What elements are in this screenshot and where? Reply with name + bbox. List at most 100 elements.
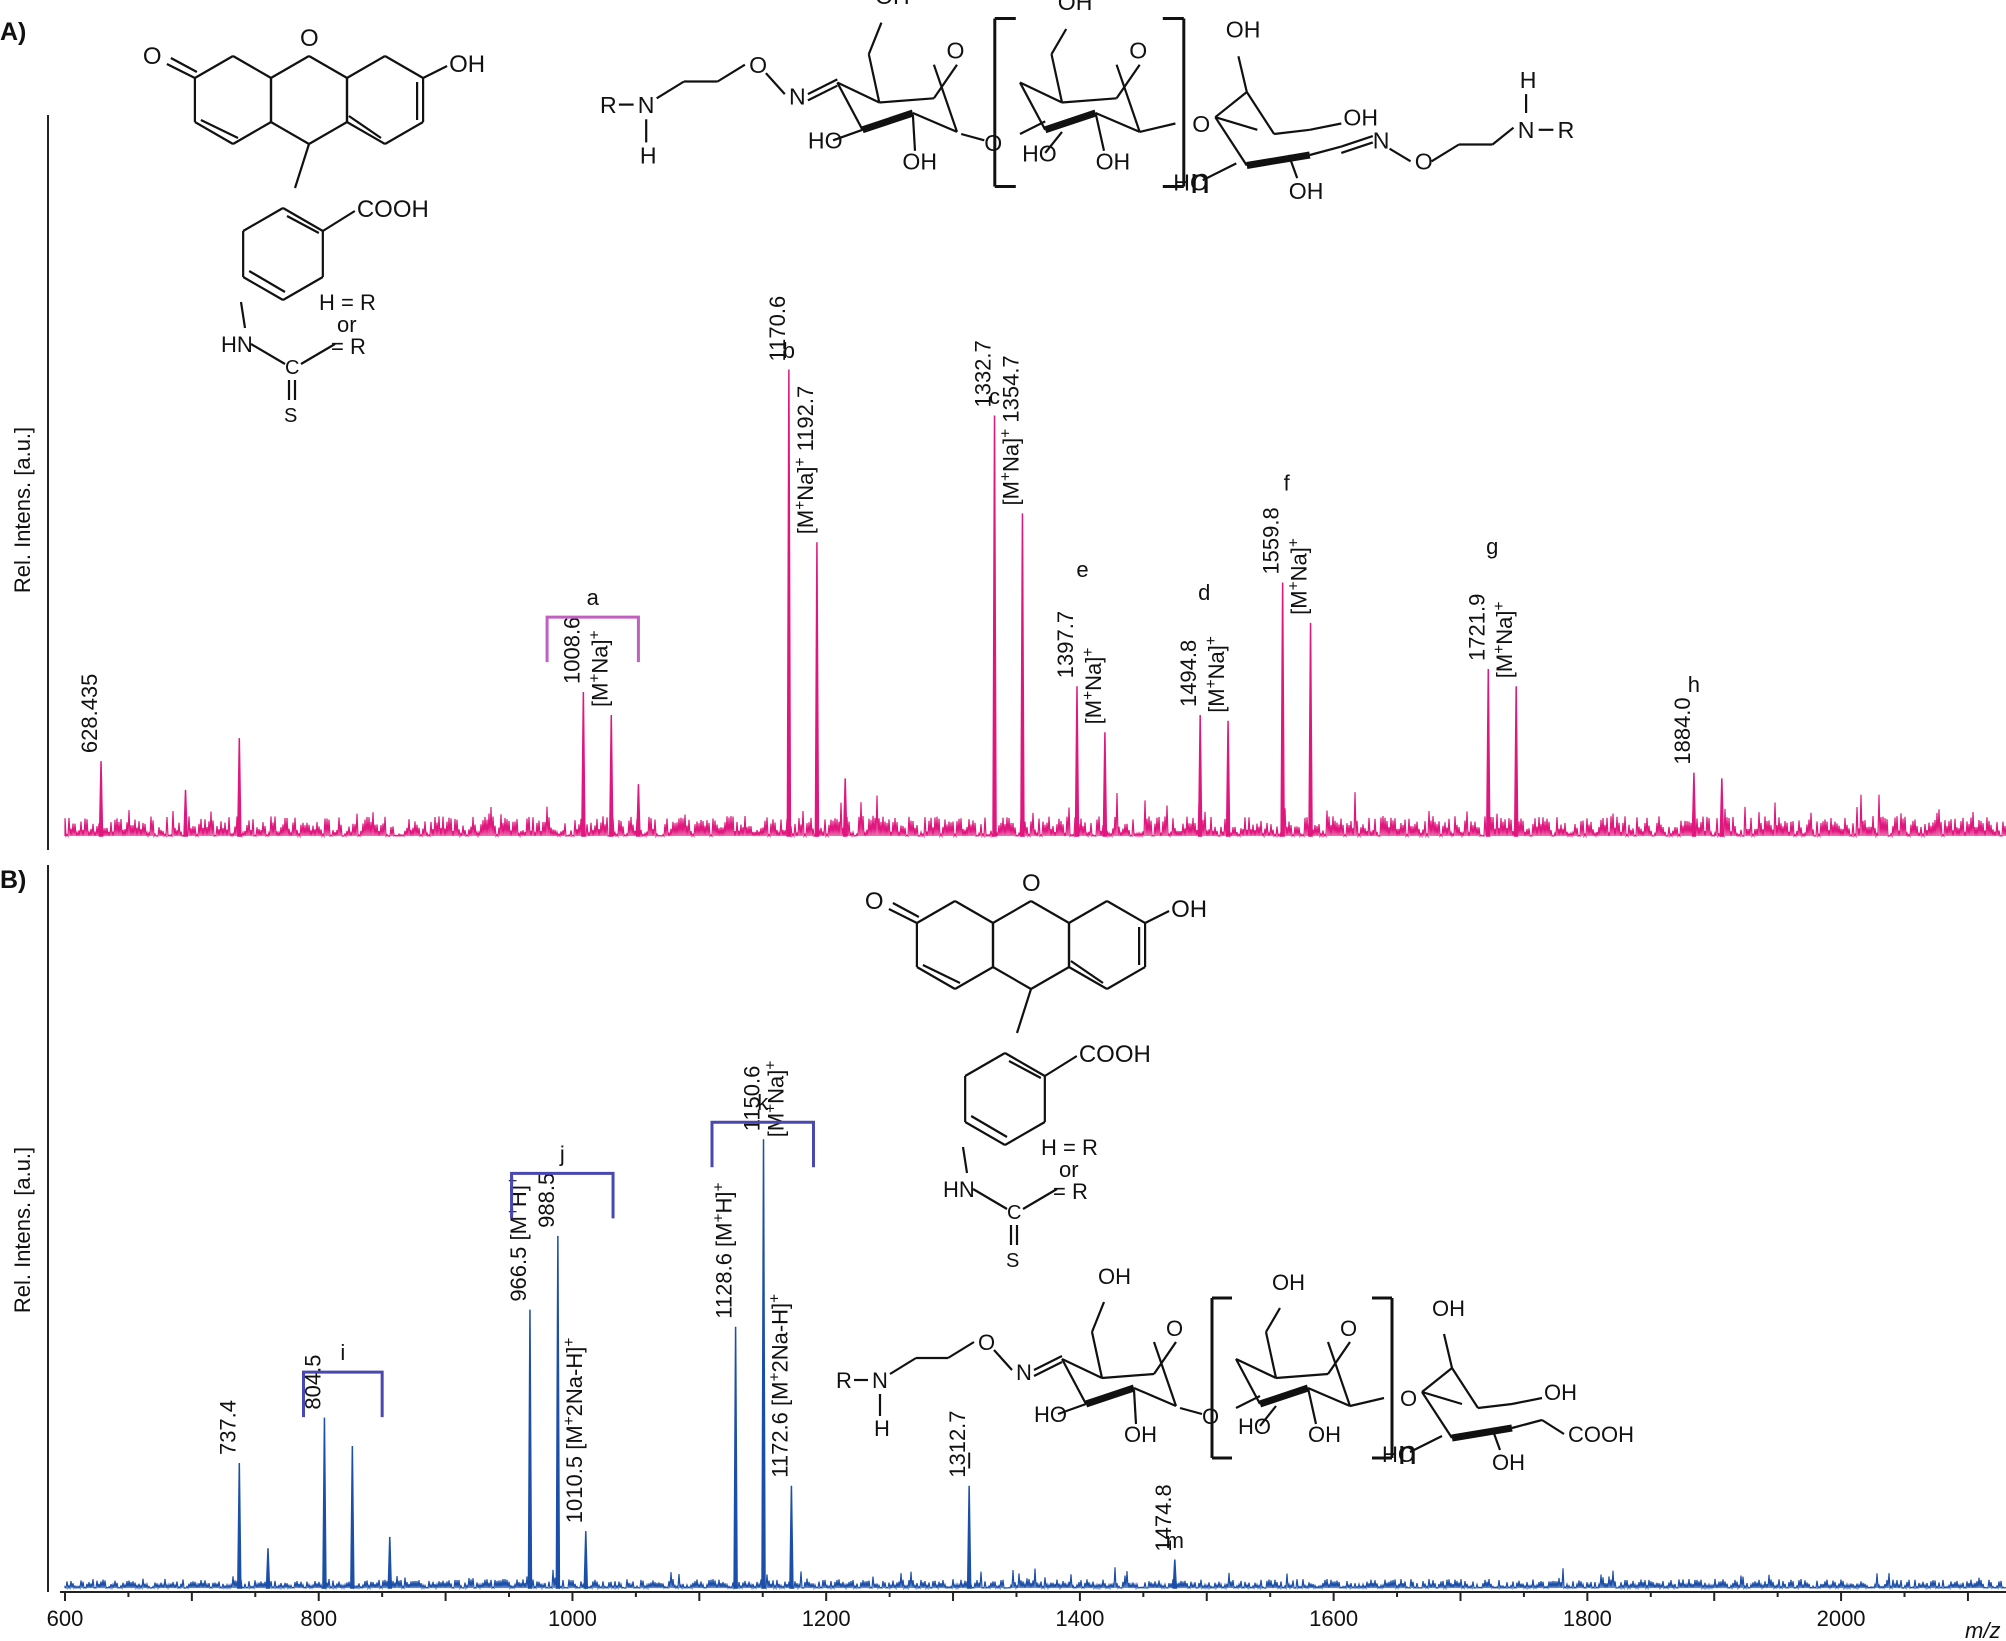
carboxyl-label: COOH xyxy=(1079,1041,1151,1068)
hydroxyl-label: OH xyxy=(449,51,485,78)
sulfur-label: S xyxy=(284,405,297,427)
panel-b-peaks xyxy=(237,1139,1178,1589)
bond xyxy=(964,1121,1006,1146)
peak-7 xyxy=(555,1235,561,1589)
oxime-nitrogen-label: N xyxy=(1016,1360,1032,1385)
bond xyxy=(194,121,234,145)
peak-11 xyxy=(1020,513,1025,837)
bond xyxy=(232,55,272,79)
amine-label: HN xyxy=(943,1177,975,1202)
hydroxyl-oh-6: OH xyxy=(1343,105,1378,131)
bond xyxy=(1022,1188,1058,1210)
amine-nitrogen-label: N xyxy=(638,92,655,118)
bond xyxy=(308,55,348,79)
hydroxyl-oh-3: OH xyxy=(1096,149,1131,175)
bracket-j xyxy=(510,1171,615,1219)
peak-letter-g: g xyxy=(1486,534,1498,559)
repeat-n-label: n xyxy=(1398,1434,1417,1472)
bond xyxy=(1179,1406,1203,1416)
bond xyxy=(1132,1389,1138,1425)
bond xyxy=(286,215,320,234)
bond xyxy=(1259,1405,1277,1427)
bond xyxy=(1015,988,1033,1034)
oxime-nitrogen-label: N xyxy=(789,84,806,110)
bond xyxy=(964,1052,1006,1077)
bond xyxy=(1214,91,1248,119)
peak-letter-l: l xyxy=(967,1449,972,1474)
panel-b-y-axis-label: Rel. Intens. [a.u.] xyxy=(10,1147,35,1313)
thiocarbonyl-carbon: C xyxy=(1007,1202,1021,1224)
bond xyxy=(282,276,324,301)
peak-letter-c: c xyxy=(989,384,1000,409)
hydroxyl-ho-1: HO xyxy=(1034,1402,1067,1427)
bond xyxy=(1349,1396,1385,1408)
x-tick-label-1800: 1800 xyxy=(1563,1606,1612,1631)
bond xyxy=(1152,1341,1178,1407)
hydroxyl-oh-3: OH xyxy=(1308,1422,1341,1447)
bond xyxy=(1115,64,1141,99)
bond xyxy=(1106,900,1146,924)
substituent-note-1: H = R xyxy=(319,290,376,315)
bond xyxy=(282,207,324,232)
bond xyxy=(1541,1419,1565,1435)
ring-oxygen-2: O xyxy=(1129,37,1147,63)
peak-9 xyxy=(733,1326,738,1589)
bond xyxy=(242,276,284,301)
peak-12 xyxy=(966,1485,972,1589)
hydroxyl-oh-1: OH xyxy=(1124,1422,1157,1447)
peak-label-13: [M+Na]+ xyxy=(1285,538,1312,615)
bond xyxy=(1133,1386,1177,1408)
bond xyxy=(1421,1391,1453,1439)
x-axis-label: m/z xyxy=(1965,1618,2000,1641)
bond xyxy=(970,1115,1008,1138)
peak-letter-b: b xyxy=(783,338,795,363)
peak-label-1: 737.4 xyxy=(215,1400,240,1455)
bond xyxy=(889,1357,917,1375)
bond xyxy=(1237,56,1248,93)
bond xyxy=(972,1188,1008,1210)
bond xyxy=(239,301,247,329)
ring-oxygen-1: O xyxy=(1166,1316,1183,1341)
bond xyxy=(1327,1341,1351,1375)
bond xyxy=(992,900,1032,924)
peak-5 xyxy=(387,1536,393,1589)
bond xyxy=(293,143,311,189)
peak-1 xyxy=(98,761,104,837)
bond xyxy=(1491,126,1515,146)
bond xyxy=(1490,1427,1502,1451)
bond xyxy=(1245,91,1276,135)
bond xyxy=(1004,1121,1046,1146)
peak-2 xyxy=(265,1548,271,1589)
bond xyxy=(916,900,956,924)
bond xyxy=(1153,1341,1177,1375)
bond xyxy=(1202,162,1237,182)
peak-label-3: [M+Na]+ xyxy=(586,630,613,707)
bond xyxy=(932,64,958,99)
substituent-note-or: or xyxy=(1059,1157,1079,1182)
peak-label-4: 988.5 xyxy=(534,1173,559,1228)
peak-6 xyxy=(636,784,641,837)
peak-10 xyxy=(992,415,997,837)
bond xyxy=(1235,1358,1277,1379)
bond xyxy=(954,966,994,990)
x-tick-label-1000: 1000 xyxy=(548,1606,597,1631)
bond xyxy=(832,128,863,142)
hydroxyl-label: OH xyxy=(1171,896,1207,923)
bond xyxy=(1275,1372,1329,1380)
bond xyxy=(384,121,424,145)
peak-label-7: [M+Na]+ 1354.7 xyxy=(997,355,1024,505)
bond xyxy=(232,121,272,145)
panel-a-noise-baseline xyxy=(64,792,2006,839)
bond xyxy=(1095,111,1141,133)
peak-3 xyxy=(237,738,242,837)
bond xyxy=(170,57,198,73)
hydroxyl-oh-5: OH xyxy=(1226,16,1261,42)
amine-hydrogen-2: H xyxy=(1520,67,1537,93)
bond xyxy=(1451,1424,1513,1442)
substituent-note-1: H = R xyxy=(1041,1135,1098,1160)
peak-label-10: 1494.8 xyxy=(1176,640,1201,707)
bond xyxy=(384,55,424,79)
peak-letter-d: d xyxy=(1198,580,1210,605)
peak-8 xyxy=(814,542,820,837)
